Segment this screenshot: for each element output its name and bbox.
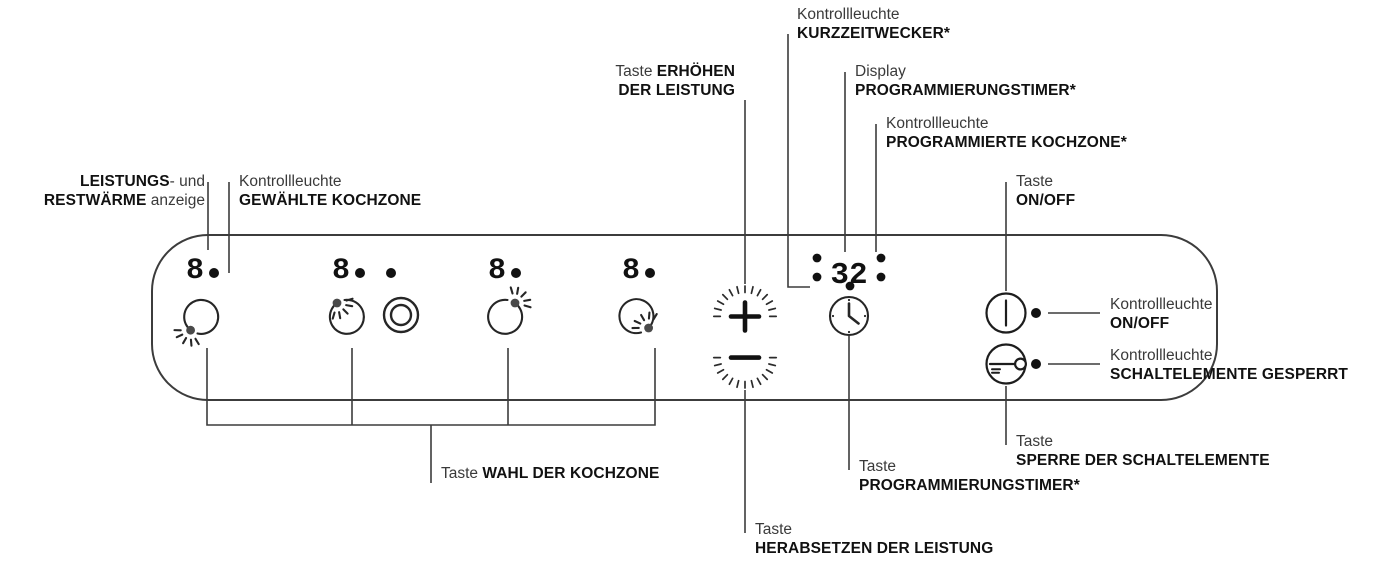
selected-zone-bold: GEWÄHLTE KOCHZONE — [239, 192, 422, 209]
timer-button-icon — [828, 295, 870, 337]
label-power-residual-heat: LEISTUNGS- und RESTWÄRME anzeige — [10, 172, 205, 210]
zone-4-digit: 8 — [622, 254, 640, 288]
onoff-lamp-bold: ON/OFF — [1110, 315, 1170, 332]
onoff-button-light: Taste — [1016, 173, 1054, 190]
label-decrease-power: Taste HERABSETZEN DER LEISTUNG — [755, 520, 993, 558]
zone-2-selector-icon — [328, 295, 365, 335]
power-bold-1: LEISTUNGS — [80, 173, 170, 190]
timer-display-bold: PROGRAMMIERUNGSTIMER* — [855, 82, 1076, 99]
zone-4-selector-icon — [618, 298, 660, 335]
dual-zone-ring-icon — [382, 296, 420, 334]
selected-zone-light: Kontrollleuchte — [239, 173, 342, 190]
increase-bold-2: DER LEISTUNG — [618, 82, 735, 99]
onoff-button-icon — [985, 292, 1027, 334]
label-onoff-lamp: Kontrollleuchte ON/OFF — [1110, 295, 1213, 333]
zone-2-digit: 8 — [332, 254, 350, 288]
onoff-button-bold: ON/OFF — [1016, 192, 1076, 209]
timer-lamp-light: Kontrollleuchte — [797, 6, 900, 23]
timer-display-light: Display — [855, 63, 906, 80]
lock-lamp-bold: SCHALTELEMENTE GESPERRT — [1110, 366, 1348, 383]
power-bold-2: RESTWÄRME — [43, 192, 147, 209]
onoff-indicator-light — [1031, 308, 1041, 318]
leader-lines-right — [1005, 312, 1100, 445]
timer-button-bold: PROGRAMMIERUNGSTIMER* — [859, 477, 1080, 494]
zone-3-digit: 8 — [488, 254, 506, 288]
zone-select-bold: WAHL DER KOCHZONE — [482, 465, 660, 482]
zone-1-selector-icon — [169, 298, 220, 352]
label-lock-button: Taste SPERRE DER SCHALTELEMENTE — [1016, 432, 1270, 470]
zone-select-light: Taste — [441, 465, 483, 482]
leader-lines-top — [207, 34, 1007, 291]
label-lock-lamp: Kontrollleuchte SCHALTELEMENTE GESPERRT — [1110, 346, 1348, 384]
zone-digits: 8 8 8 8 — [186, 254, 640, 288]
increase-bold-1: ERHÖHEN — [656, 63, 735, 80]
leader-lines-bottom — [206, 336, 850, 533]
increase-light: Taste — [615, 63, 657, 80]
timer-lamp-bold: KURZZEITWECKER* — [797, 25, 951, 42]
label-timer-button: Taste PROGRAMMIERUNGSTIMER* — [859, 457, 1080, 495]
label-timer-lamp: Kontrollleuchte KURZZEITWECKER* — [797, 5, 950, 43]
increase-power-button-icon — [712, 285, 778, 333]
label-zone-select: Taste WAHL DER KOCHZONE — [441, 464, 659, 483]
lock-button-light: Taste — [1016, 433, 1054, 450]
programmed-zone-bold: PROGRAMMIERTE KOCHZONE* — [886, 134, 1127, 151]
power-light-2: anzeige — [146, 192, 205, 209]
programmed-zone-light: Kontrollleuchte — [886, 115, 989, 132]
lock-lamp-light: Kontrollleuchte — [1110, 347, 1213, 364]
decrease-light: Taste — [755, 521, 793, 538]
label-onoff-button: Taste ON/OFF — [1016, 172, 1075, 210]
label-timer-display: Display PROGRAMMIERUNGSTIMER* — [855, 62, 1076, 100]
zone-1-digit: 8 — [186, 254, 204, 288]
label-increase-power: Taste ERHÖHEN DER LEISTUNG — [545, 62, 735, 100]
lock-indicator-light — [1031, 359, 1041, 369]
power-light-1: - und — [169, 173, 205, 190]
zone-digit-dots — [209, 268, 655, 278]
label-selected-zone: Kontrollleuchte GEWÄHLTE KOCHZONE — [239, 172, 421, 210]
decrease-power-button-icon — [712, 355, 778, 389]
lock-button-icon — [985, 343, 1027, 385]
label-programmed-zone: Kontrollleuchte PROGRAMMIERTE KOCHZONE* — [886, 114, 1127, 152]
programmed-zone-dot — [845, 281, 855, 291]
timer-digits-group: 32 — [812, 253, 886, 293]
onoff-lamp-light: Kontrollleuchte — [1110, 296, 1213, 313]
control-panel-outline — [151, 234, 1218, 401]
zone-3-selector-icon — [487, 281, 537, 335]
lock-button-bold: SPERRE DER SCHALTELEMENTE — [1016, 452, 1270, 469]
timer-button-light: Taste — [859, 458, 897, 475]
decrease-bold: HERABSETZEN DER LEISTUNG — [755, 540, 994, 557]
